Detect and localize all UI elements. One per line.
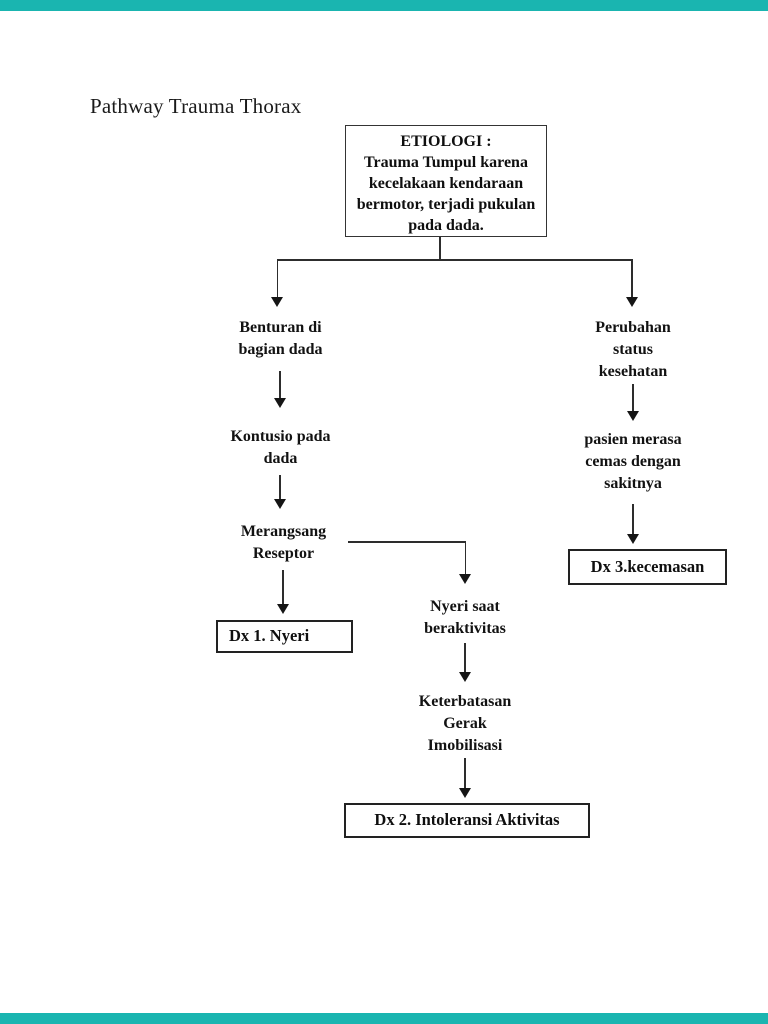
node-kontusio: Kontusio pada dada (230, 428, 331, 467)
arrow-down-icon (271, 297, 283, 307)
arrow-down-icon (626, 297, 638, 307)
arrow-down-icon (459, 672, 471, 682)
viewer-bottom-bar (0, 1013, 768, 1024)
connector-pasien-dx3 (632, 504, 634, 534)
node-dx2-box: Dx 2. Intoleransi Aktivitas (344, 803, 590, 838)
connector-branch-horizontal (277, 259, 633, 261)
node-merangsang: Merangsang Reseptor (240, 523, 327, 562)
arrow-down-icon (277, 604, 289, 614)
arrow-down-icon (274, 499, 286, 509)
connector-left-branch-line (276, 259, 279, 297)
arrow-down-icon (459, 788, 471, 798)
page-title: Pathway Trauma Thorax (90, 94, 302, 118)
node-pasien-cemas: pasien merasa cemas dengan sakitnya (584, 431, 682, 492)
connector-merangsang-dx1 (282, 570, 284, 604)
node-dx1-box: Dx 1. Nyeri (216, 620, 353, 653)
connector-kontusio-merangsang (279, 475, 281, 499)
viewer-top-bar (0, 0, 768, 11)
node-keterbatasan: Keterbatasan Gerak Imobilisasi (418, 693, 512, 754)
connector-nyeri-keterbatasan (464, 643, 466, 672)
arrow-down-icon (274, 398, 286, 408)
arrow-down-icon (459, 574, 471, 584)
connector-merangsang-elbow-horizontal (348, 541, 466, 543)
connector-merangsang-elbow-vertical (464, 541, 467, 574)
node-dx3-box: Dx 3.kecemasan (568, 549, 727, 585)
connector-benturan-kontusio (279, 371, 281, 398)
arrow-down-icon (627, 534, 639, 544)
connector-right-branch-line (631, 259, 633, 297)
arrow-down-icon (627, 411, 639, 421)
node-nyeri-saat: Nyeri saat beraktivitas (424, 598, 506, 637)
node-etiologi-box: ETIOLOGI : Trauma Tumpul karena kecelaka… (345, 125, 547, 237)
node-benturan: Benturan di bagian dada (238, 319, 323, 358)
connector-root-stub (439, 237, 441, 260)
connector-perubahan-pasien (632, 384, 634, 411)
connector-keterbatasan-dx2 (464, 758, 466, 788)
node-perubahan: Perubahan status kesehatan (595, 319, 671, 380)
